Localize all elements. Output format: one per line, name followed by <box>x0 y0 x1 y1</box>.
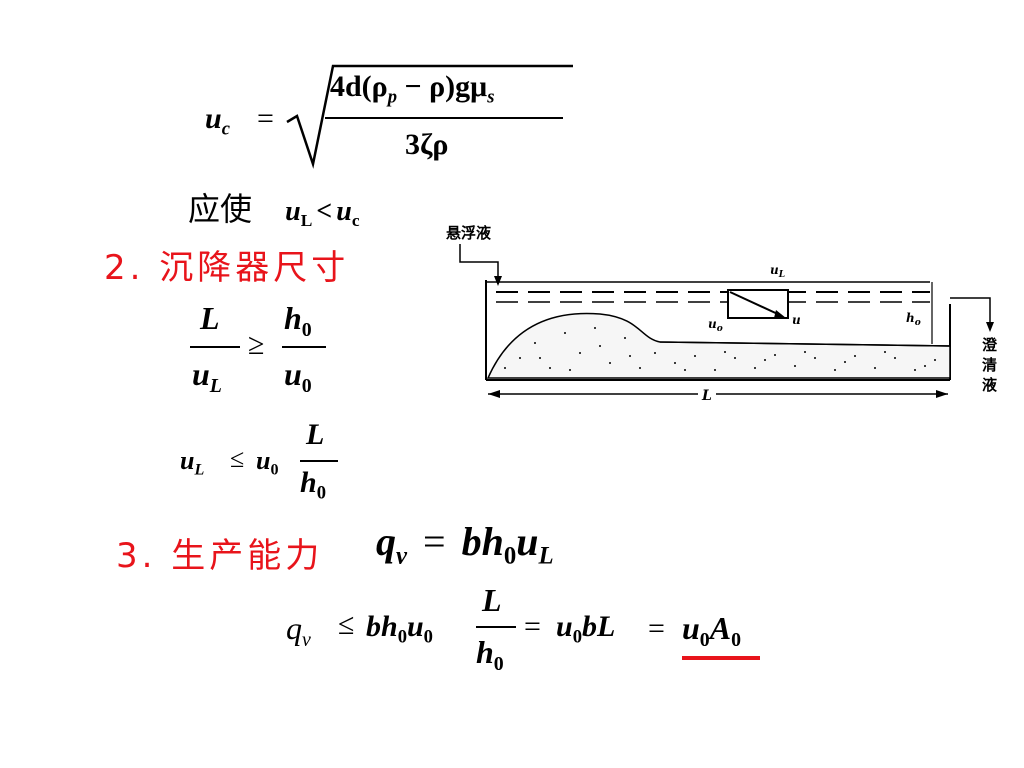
section-3-heading: 3. 生产能力 <box>116 536 324 576</box>
frac-h0-over-u0: h0 u0 <box>282 300 326 410</box>
uL-label: uL <box>770 263 785 280</box>
cap2-u0A0: u0A0 <box>682 610 741 651</box>
cap2-le-sign: ≤ <box>338 608 355 641</box>
sediment-dots <box>504 327 936 371</box>
L-arrow-left-icon <box>488 390 500 398</box>
inequality-1: L uL ≥ h0 u0 <box>190 300 340 410</box>
sqrt-sign <box>286 64 573 169</box>
L-label: L <box>701 388 712 404</box>
outlet-arrow-icon <box>986 322 994 332</box>
velocity-arrow-icon <box>774 310 786 318</box>
cap2-eq-1: = <box>524 610 541 643</box>
frac-L-over-h0: L h0 <box>300 418 338 508</box>
condition-line: 应使 uL<uc <box>188 184 360 231</box>
cap2-q: qv <box>286 610 311 651</box>
u-label: u <box>792 313 801 327</box>
u0A0-underline <box>682 656 760 660</box>
cap2-eq-2: = <box>648 612 665 645</box>
outlet-label-1: 澄 <box>982 336 998 354</box>
ineq2-lhs: uL <box>180 446 205 479</box>
feed-label: 悬浮液 <box>446 224 492 242</box>
outlet-label-2: 清 <box>982 356 997 374</box>
condition-label: 应使 <box>188 190 253 228</box>
feed-arrow-icon <box>494 276 502 286</box>
uc-equals: = <box>257 102 274 135</box>
uc-denominator: 3ζρ <box>405 128 449 161</box>
sediment-layer <box>486 312 951 379</box>
condition-expr: uL<uc <box>285 196 360 231</box>
u0-label: uo <box>708 317 723 334</box>
le-sign: ≤ <box>230 444 245 473</box>
cap2-frac-L-h0: L h0 <box>476 582 516 682</box>
settler-diagram: 悬浮液 uL uo u ho 澄 清 液 L <box>446 224 998 404</box>
inequality-2: uL ≤ u0 L h0 <box>180 418 350 518</box>
frac-L-over-uL: L uL <box>190 300 240 410</box>
h0-label: ho <box>906 311 921 328</box>
capacity-formula: qv = bh0uL <box>376 519 554 570</box>
ge-sign: ≥ <box>248 328 265 361</box>
formula-uc: uc = 4d(ρp − ρ)gμs 3ζρ <box>205 60 575 170</box>
outlet-label-3: 液 <box>982 376 998 394</box>
uc-lhs: uc <box>205 102 230 140</box>
uc-numerator: 4d(ρp − ρ)gμs <box>330 70 495 108</box>
feed-pipe <box>459 244 499 284</box>
outlet-pipe <box>950 297 991 326</box>
cap2-bh0u0: bh0u0 <box>366 610 433 648</box>
cap2-u0bL: u0bL <box>556 610 616 648</box>
section-2-heading: 2. 沉降器尺寸 <box>104 248 350 288</box>
capacity-inequality: qv ≤ bh0u0 L h0 = u0bL = u0A0 <box>286 582 786 682</box>
ineq2-mid: u0 <box>256 446 279 479</box>
L-arrow-right-icon <box>936 390 948 398</box>
